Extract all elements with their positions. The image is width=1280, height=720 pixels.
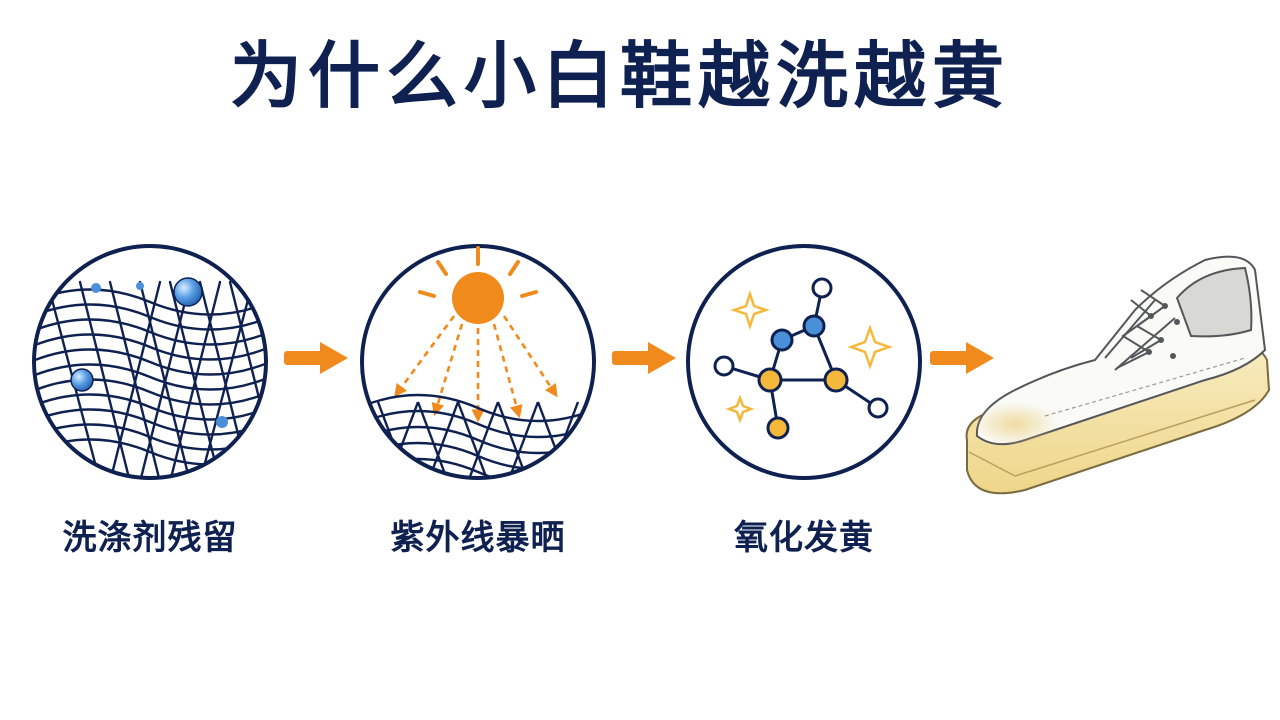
molecule-oxidation-icon xyxy=(686,244,922,480)
step-detergent-residue xyxy=(30,232,270,492)
fabric-with-bubbles-icon xyxy=(32,244,268,480)
arrow-right-icon xyxy=(612,342,676,374)
sun-rays-icon xyxy=(360,244,596,480)
arrow-right-icon xyxy=(930,342,994,374)
page-title: 为什么小白鞋越洗越黄 xyxy=(229,34,1010,118)
arrow-right-icon xyxy=(284,342,348,374)
yellowed-sneaker-icon xyxy=(965,255,1271,495)
step-oxidation-yellowing xyxy=(684,232,924,492)
step-label-detergent-residue: 洗涤剂残留 xyxy=(62,518,238,558)
step-uv-exposure xyxy=(358,232,598,492)
step-label-uv-exposure: 紫外线暴晒 xyxy=(390,518,566,558)
step-label-oxidation-yellowing: 氧化发黄 xyxy=(734,518,874,558)
